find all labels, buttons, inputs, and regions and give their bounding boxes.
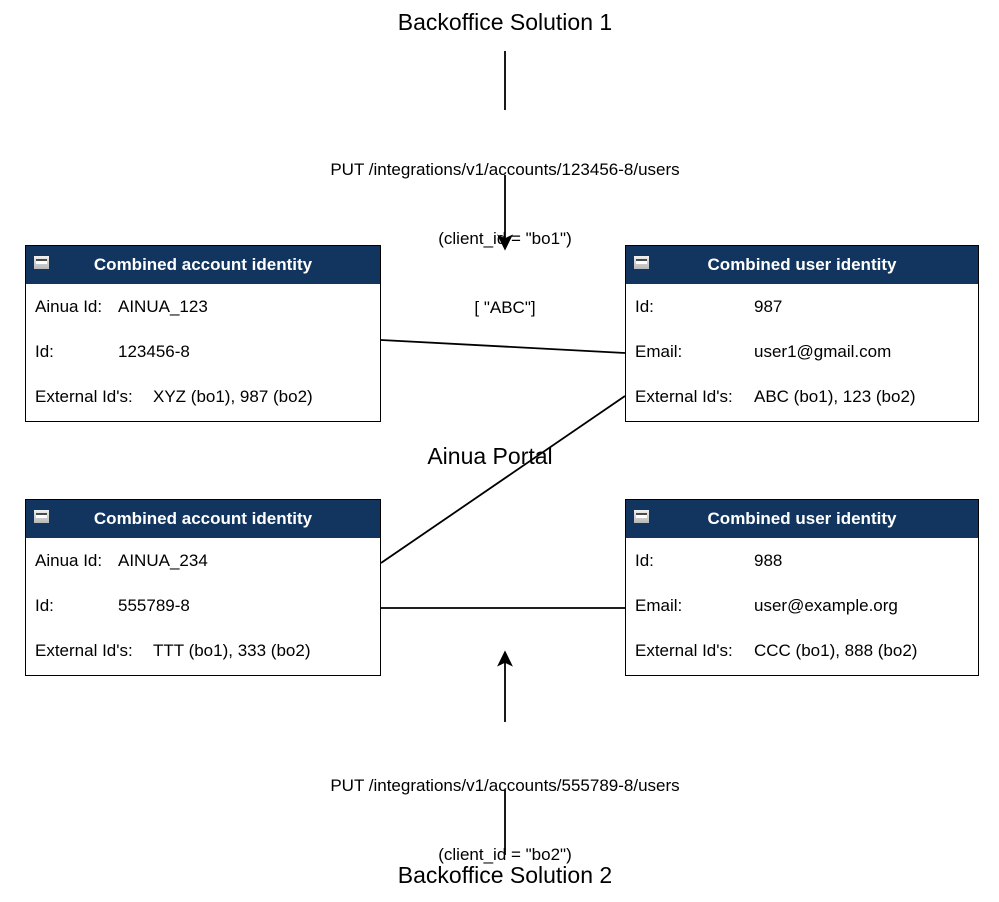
ainua-portal-label: Ainua Portal	[427, 443, 553, 469]
edge-account2-to-user1	[380, 395, 626, 564]
entity-combined-account-identity-2[interactable]: Combined account identity Ainua Id: AINU…	[25, 499, 381, 676]
row-key: Ainua Id:	[35, 550, 103, 570]
table-row: External Id's: CCC (bo1), 888 (bo2)	[626, 628, 978, 673]
row-key: External Id's:	[635, 386, 733, 406]
entity-combined-user-identity-1[interactable]: Combined user identity Id: 987 Email: us…	[625, 245, 979, 422]
table-row: External Id's: XYZ (bo1), 987 (bo2)	[26, 374, 380, 419]
entity-combined-user-identity-2[interactable]: Combined user identity Id: 988 Email: us…	[625, 499, 979, 676]
row-value: 987	[754, 296, 783, 316]
minus-icon[interactable]	[633, 509, 650, 524]
entity-combined-account-identity-1[interactable]: Combined account identity Ainua Id: AINU…	[25, 245, 381, 422]
row-key: Id:	[635, 296, 654, 316]
minus-icon[interactable]	[633, 255, 650, 270]
row-value: 555789-8	[118, 595, 190, 615]
entity-body-account-2: Ainua Id: AINUA_234 Id: 555789-8 Externa…	[26, 538, 380, 673]
row-key: External Id's:	[635, 640, 733, 660]
row-value: AINUA_234	[118, 550, 208, 570]
table-row: Email: user1@gmail.com	[626, 329, 978, 374]
entity-title: Combined user identity	[707, 509, 897, 528]
bottom-request-callout: PUT /integrations/v1/accounts/555789-8/u…	[285, 728, 725, 902]
backoffice-solution-2-label: Backoffice Solution 2	[397, 862, 613, 888]
entity-header-account-2[interactable]: Combined account identity	[26, 500, 380, 538]
row-key: External Id's:	[35, 386, 133, 406]
bottom-request-line-1: PUT /integrations/v1/accounts/555789-8/u…	[330, 776, 680, 795]
table-row: Ainua Id: AINUA_123	[26, 284, 380, 329]
entity-title: Combined account identity	[93, 255, 313, 274]
row-value: user@example.org	[754, 595, 898, 615]
row-key: Id:	[35, 341, 54, 361]
entity-title: Combined user identity	[707, 255, 897, 274]
row-key: External Id's:	[35, 640, 133, 660]
row-key: Id:	[35, 595, 54, 615]
table-row: External Id's: ABC (bo1), 123 (bo2)	[626, 374, 978, 419]
row-value: user1@gmail.com	[754, 341, 892, 361]
minus-icon[interactable]	[33, 255, 50, 270]
table-row: Id: 123456-8	[26, 329, 380, 374]
entity-body-account-1: Ainua Id: AINUA_123 Id: 123456-8 Externa…	[26, 284, 380, 419]
top-request-line-3: [ "ABC"]	[474, 298, 536, 317]
entity-header-user-1[interactable]: Combined user identity	[626, 246, 978, 284]
row-value: AINUA_123	[118, 296, 208, 316]
backoffice-solution-1-label: Backoffice Solution 1	[397, 9, 613, 35]
top-request-line-1: PUT /integrations/v1/accounts/123456-8/u…	[330, 160, 680, 179]
entity-header-user-2[interactable]: Combined user identity	[626, 500, 978, 538]
row-value: ABC (bo1), 123 (bo2)	[754, 386, 916, 406]
top-request-callout: PUT /integrations/v1/accounts/123456-8/u…	[285, 112, 725, 365]
top-request-line-2: (client_id = "bo1")	[438, 229, 572, 248]
table-row: Email: user@example.org	[626, 583, 978, 628]
row-key: Email:	[635, 341, 683, 361]
row-key: Email:	[635, 595, 683, 615]
row-key: Id:	[635, 550, 654, 570]
table-row: External Id's: TTT (bo1), 333 (bo2)	[26, 628, 380, 673]
row-value: 123456-8	[118, 341, 190, 361]
entity-title: Combined account identity	[93, 509, 313, 528]
row-value: 988	[754, 550, 783, 570]
minus-icon[interactable]	[33, 509, 50, 524]
row-value: XYZ (bo1), 987 (bo2)	[153, 386, 313, 406]
entity-body-user-2: Id: 988 Email: user@example.org External…	[626, 538, 978, 673]
bottom-request-line-2: (client_id = "bo2")	[438, 845, 572, 864]
table-row: Id: 555789-8	[26, 583, 380, 628]
table-row: Ainua Id: AINUA_234	[26, 538, 380, 583]
row-value: TTT (bo1), 333 (bo2)	[153, 640, 311, 660]
table-row: Id: 988	[626, 538, 978, 583]
entity-body-user-1: Id: 987 Email: user1@gmail.com External …	[626, 284, 978, 419]
row-key: Ainua Id:	[35, 296, 103, 316]
entity-header-account-1[interactable]: Combined account identity	[26, 246, 380, 284]
row-value: CCC (bo1), 888 (bo2)	[754, 640, 918, 660]
table-row: Id: 987	[626, 284, 978, 329]
